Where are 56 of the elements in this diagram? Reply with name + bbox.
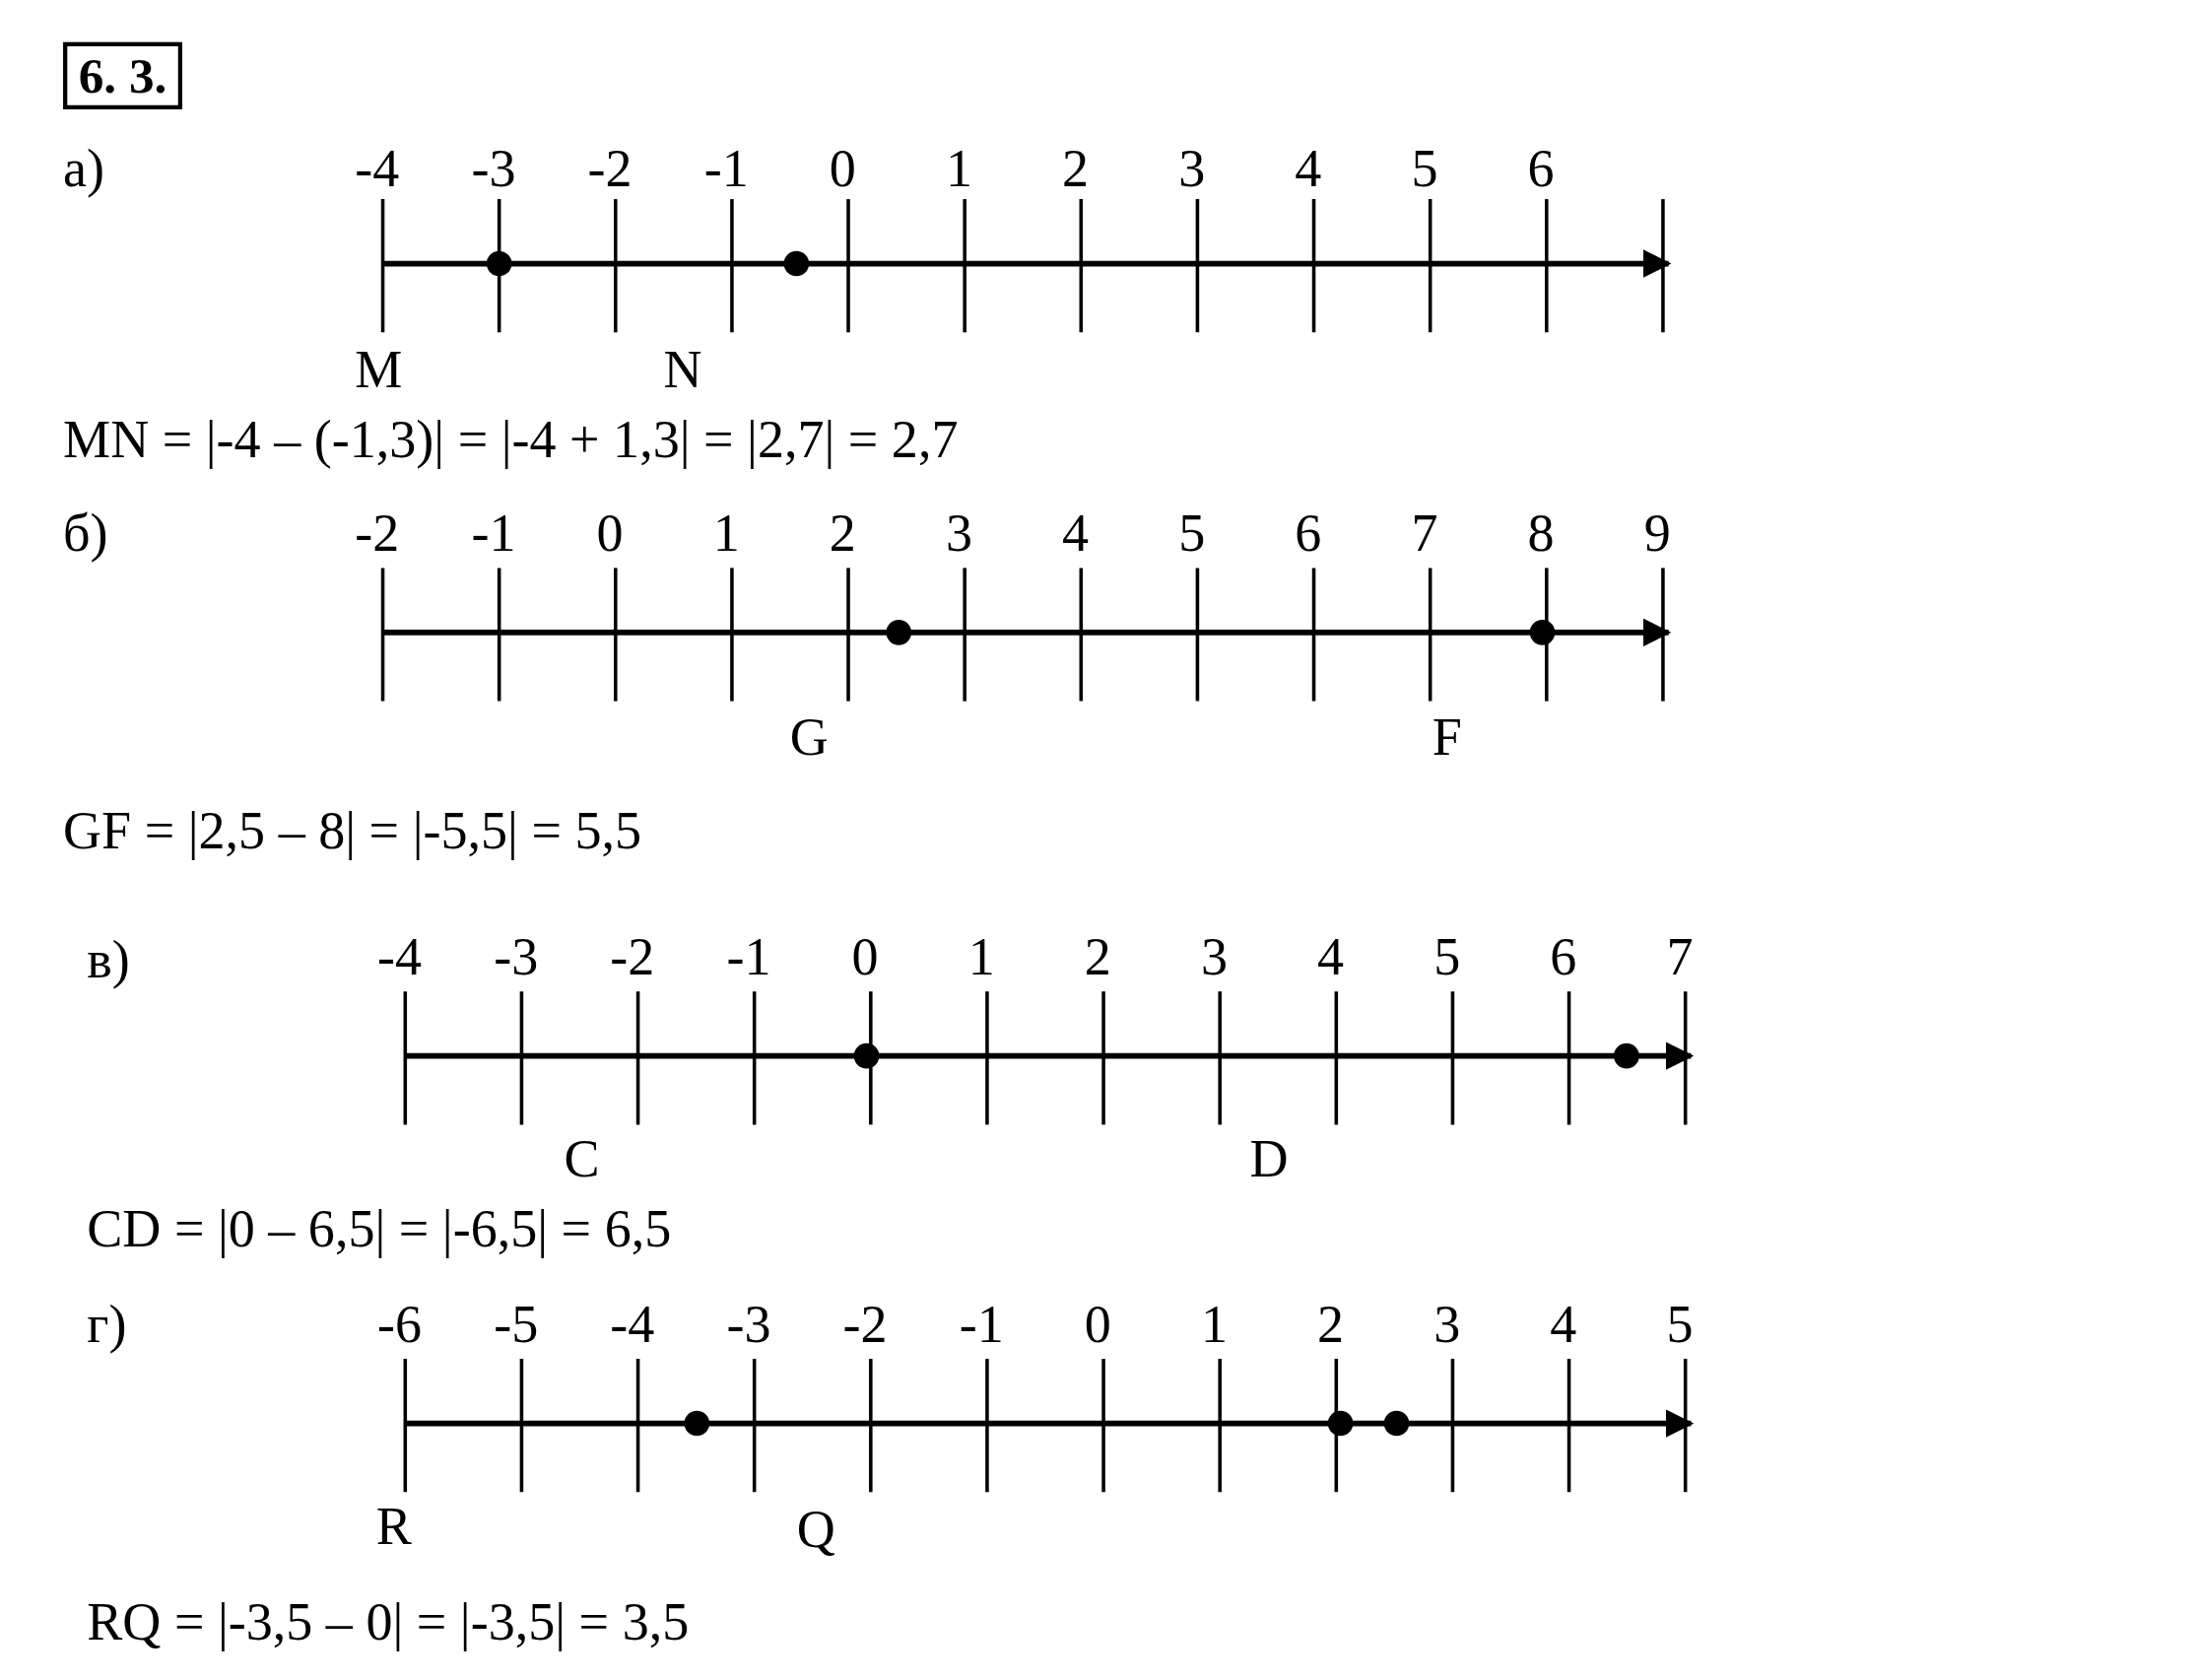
tick-label: 1 — [1201, 1297, 1228, 1351]
tick-label: 3 — [1201, 929, 1228, 983]
point-label: C — [564, 1131, 600, 1185]
tick-label: 0 — [1084, 1297, 1111, 1351]
tick-label: 7 — [1666, 929, 1694, 983]
tick-label: 5 — [1178, 505, 1206, 560]
tick-label: -2 — [355, 505, 400, 560]
tick-label: 2 — [829, 505, 856, 560]
tick-label: -1 — [703, 141, 749, 195]
tick-label: 1 — [967, 929, 995, 983]
tick-label: 6 — [1295, 505, 1322, 560]
tick-label: 2 — [1062, 141, 1090, 195]
point-label: Q — [796, 1502, 835, 1556]
tick-label: -6 — [377, 1297, 423, 1351]
tick-label: -5 — [494, 1297, 539, 1351]
tick-label: -4 — [377, 929, 423, 983]
tick-label: 1 — [712, 505, 740, 560]
tick-label: 0 — [596, 505, 624, 560]
point-label: D — [1249, 1131, 1289, 1185]
tick-label: 4 — [1317, 929, 1345, 983]
tick-label: -2 — [610, 929, 655, 983]
point-label: N — [663, 342, 702, 396]
tick-label: 7 — [1411, 505, 1438, 560]
tick-label: -2 — [587, 141, 633, 195]
tick-label: -1 — [959, 1297, 1004, 1351]
tick-label: 4 — [1550, 1297, 1577, 1351]
point-label: M — [355, 342, 403, 396]
tick-label: 0 — [851, 929, 879, 983]
tick-label: -4 — [355, 141, 400, 195]
tick-label: 3 — [945, 505, 972, 560]
tick-label: 5 — [1433, 929, 1461, 983]
tick-label: 1 — [945, 141, 972, 195]
tick-label: 3 — [1433, 1297, 1461, 1351]
tick-label: -2 — [842, 1297, 888, 1351]
point-label: G — [789, 709, 829, 764]
tick-label: 4 — [1295, 141, 1322, 195]
tick-label: 6 — [1527, 141, 1555, 195]
tick-label: 3 — [1178, 141, 1206, 195]
tick-label: 8 — [1527, 505, 1555, 560]
tick-label: -1 — [726, 929, 771, 983]
tick-label: -3 — [726, 1297, 771, 1351]
tick-label: -3 — [471, 141, 516, 195]
tick-label: 9 — [1643, 505, 1671, 560]
point-label: R — [375, 1499, 412, 1553]
tick-label: 2 — [1084, 929, 1111, 983]
tick-label: 5 — [1411, 141, 1438, 195]
tick-label: -3 — [494, 929, 539, 983]
exercise-number: 6. 3. — [63, 41, 182, 109]
tick-label: -1 — [471, 505, 516, 560]
tick-label: 4 — [1062, 505, 1090, 560]
point-label: F — [1432, 709, 1462, 764]
tick-label: 2 — [1317, 1297, 1345, 1351]
tick-label: 6 — [1550, 929, 1577, 983]
tick-label: 5 — [1666, 1297, 1694, 1351]
tick-label: -4 — [610, 1297, 655, 1351]
tick-label: 0 — [829, 141, 856, 195]
